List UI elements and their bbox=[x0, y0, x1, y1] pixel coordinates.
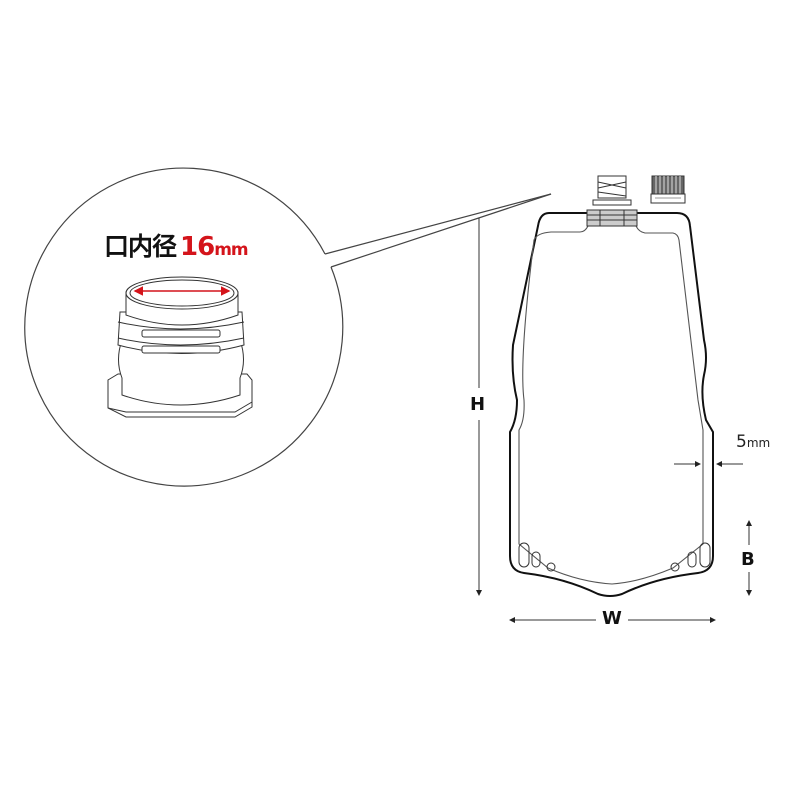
inner-diameter-unit: mm bbox=[214, 240, 248, 260]
seal-width-unit: mm bbox=[746, 436, 771, 450]
inner-diameter-value: 16 bbox=[180, 232, 215, 262]
magnifier-callout bbox=[24, 167, 552, 487]
cap-icon bbox=[650, 175, 686, 204]
spout-detail-icon bbox=[107, 276, 253, 418]
inner-diameter-title: 口内径 bbox=[104, 232, 177, 261]
spout-icon bbox=[586, 175, 638, 227]
pouch-outline bbox=[509, 212, 714, 597]
dimension-lines bbox=[476, 218, 752, 623]
bottom-gusset-dimension-label: B bbox=[741, 549, 755, 570]
height-dimension-label: H bbox=[470, 394, 486, 415]
width-dimension-label: W bbox=[602, 608, 622, 629]
seal-width-value: 5 bbox=[736, 432, 747, 452]
seal-width-label: 5mm bbox=[736, 432, 770, 452]
